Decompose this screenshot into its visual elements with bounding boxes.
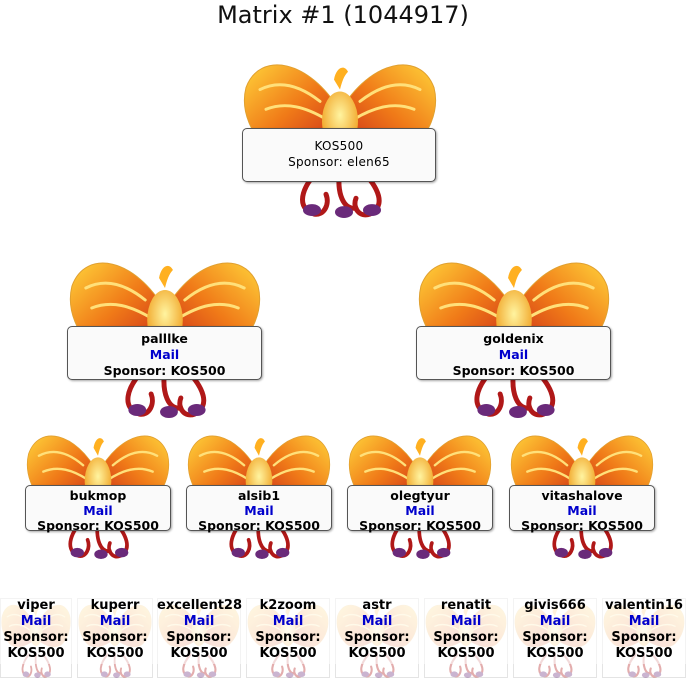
sponsor-label: Sponsor: (3, 630, 69, 645)
sponsor-name: KOS500 (7, 646, 65, 661)
sponsor-label: Sponsor: (37, 518, 100, 533)
matrix-node-level3-4: k2zoom Mail Sponsor: KOS500 (246, 598, 330, 678)
sponsor-name: KOS500 (259, 646, 317, 661)
node-username[interactable]: goldenix (483, 331, 544, 346)
matrix-node-level3-8: valentin16 Mail Sponsor: KOS500 (602, 598, 686, 678)
matrix-title: Matrix #1 (1044917) (217, 1, 469, 29)
mail-link[interactable]: Mail (450, 614, 482, 629)
node-username[interactable]: palllke (141, 331, 188, 346)
mail-link[interactable]: Mail (567, 503, 597, 518)
sponsor-label: Sponsor: (255, 630, 321, 645)
sponsor-name: KOS500 (426, 518, 481, 533)
sponsor-name: KOS500 (526, 646, 584, 661)
node-username[interactable]: valentin16 (605, 598, 683, 613)
matrix-node-level1-1: palllke Mail Sponsor: KOS500 (66, 248, 264, 418)
node-username[interactable]: alsib1 (237, 488, 281, 503)
matrix-node-level1-2: goldenix Mail Sponsor: KOS500 (415, 248, 613, 418)
sponsor-name: KOS500 (86, 646, 144, 661)
matrix-node-level3-5: astr Mail Sponsor: KOS500 (335, 598, 419, 678)
sponsor-label: Sponsor: (82, 630, 148, 645)
mail-link[interactable]: Mail (99, 614, 131, 629)
sponsor-label: Sponsor: (452, 363, 516, 378)
mail-link[interactable]: Mail (361, 614, 393, 629)
mail-link[interactable]: Mail (628, 614, 660, 629)
matrix-node-level3-6: renatit Mail Sponsor: KOS500 (424, 598, 508, 678)
node-sponsor-line: Sponsor: KOS500 (417, 363, 610, 379)
matrix-node-level2-3: olegtyur Mail Sponsor: KOS500 (346, 424, 494, 559)
sponsor-label: Sponsor: (344, 630, 410, 645)
matrix-node-level2-4: vitashalove Mail Sponsor: KOS500 (508, 424, 656, 559)
node-sponsor-line: Sponsor: KOS500 (510, 518, 654, 533)
mail-link[interactable]: Mail (20, 614, 52, 629)
sponsor-label: Sponsor: (288, 155, 344, 169)
matrix-node-level3-2: kuperr Mail Sponsor: KOS500 (77, 598, 153, 678)
node-username[interactable]: givis666 (524, 598, 586, 613)
node-sponsor-line: Sponsor: KOS500 (348, 518, 492, 533)
sponsor-name: KOS500 (615, 646, 673, 661)
matrix-node-level2-1: bukmop Mail Sponsor: KOS500 (24, 424, 172, 559)
node-username[interactable]: kuperr (90, 598, 140, 613)
mail-link[interactable]: Mail (498, 347, 529, 362)
node-sponsor-line: Sponsor: KOS500 (26, 518, 170, 533)
sponsor-name: KOS500 (170, 363, 226, 378)
node-username[interactable]: bukmop (69, 488, 127, 503)
sponsor-name: KOS500 (348, 646, 406, 661)
sponsor-label: Sponsor: (522, 630, 588, 645)
matrix-node-level3-7: givis666 Mail Sponsor: KOS500 (513, 598, 597, 678)
sponsor-name: KOS500 (437, 646, 495, 661)
sponsor-label: Sponsor: (433, 630, 499, 645)
sponsor-label: Sponsor: (359, 518, 422, 533)
node-username[interactable]: KOS500 (314, 139, 364, 153)
node-username[interactable]: renatit (440, 598, 492, 613)
node-username[interactable]: viper (17, 598, 55, 613)
sponsor-name: KOS500 (265, 518, 320, 533)
sponsor-label: Sponsor: (521, 518, 584, 533)
node-sponsor-line: Sponsor: elen65 (243, 154, 435, 170)
sponsor-name: KOS500 (170, 646, 228, 661)
node-username[interactable]: olegtyur (390, 488, 450, 503)
mail-link[interactable]: Mail (83, 503, 113, 518)
sponsor-name: KOS500 (104, 518, 159, 533)
matrix-node-root: KOS500 Sponsor: elen65 (240, 50, 440, 218)
node-username[interactable]: astr (362, 598, 392, 613)
matrix-node-level3-1: viper Mail Sponsor: KOS500 (0, 598, 72, 678)
matrix-node-level3-3: excellent28 Mail Sponsor: KOS500 (157, 598, 243, 678)
mail-link[interactable]: Mail (539, 614, 571, 629)
sponsor-name: KOS500 (519, 363, 575, 378)
matrix-node-level2-2: alsib1 Mail Sponsor: KOS500 (185, 424, 333, 559)
sponsor-label: Sponsor: (198, 518, 261, 533)
node-username[interactable]: k2zoom (259, 598, 317, 613)
sponsor-label: Sponsor: (611, 630, 677, 645)
node-username[interactable]: excellent28 (157, 598, 243, 613)
node-sponsor-line: Sponsor: KOS500 (68, 363, 261, 379)
mail-link[interactable]: Mail (272, 614, 304, 629)
mail-link[interactable]: Mail (244, 503, 274, 518)
sponsor-name: elen65 (347, 155, 390, 169)
node-username[interactable]: vitashalove (541, 488, 623, 503)
mail-link[interactable]: Mail (149, 347, 180, 362)
sponsor-label: Sponsor: (166, 630, 232, 645)
mail-link[interactable]: Mail (405, 503, 435, 518)
sponsor-label: Sponsor: (103, 363, 167, 378)
sponsor-name: KOS500 (588, 518, 643, 533)
node-sponsor-line: Sponsor: KOS500 (187, 518, 331, 533)
mail-link[interactable]: Mail (183, 614, 215, 629)
